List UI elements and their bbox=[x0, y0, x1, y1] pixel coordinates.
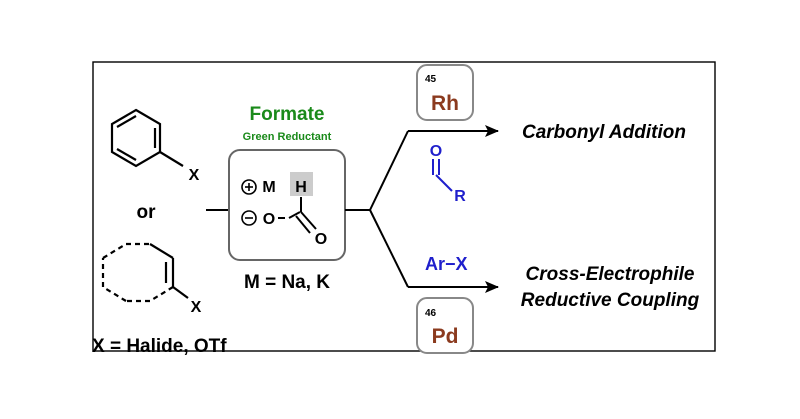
aryl-x-label: X bbox=[189, 167, 200, 184]
carbonyl-addition-label: Carbonyl Addition bbox=[522, 122, 686, 143]
oxygen-double-label: O bbox=[315, 231, 327, 248]
reductive-coupling-label: Reductive Coupling bbox=[521, 290, 700, 311]
aryl-halide-reactant: Ar−X bbox=[425, 254, 468, 274]
scheme-frame bbox=[92, 61, 716, 352]
x-definition: X = Halide, OTf bbox=[92, 336, 227, 357]
pd-catalyst-symbol: Pd bbox=[432, 325, 459, 348]
hydrogen-highlight bbox=[290, 172, 313, 196]
metal-label: M bbox=[262, 179, 275, 196]
vinyl-halide-structure bbox=[101, 242, 189, 303]
metal-definition: M = Na, K bbox=[244, 272, 330, 293]
green-reductant-subtitle: Green Reductant bbox=[243, 131, 332, 143]
anion-charge-icon bbox=[241, 210, 257, 226]
aryl-halide-structure bbox=[110, 108, 184, 168]
pd-catalyst-box bbox=[416, 297, 474, 354]
aldehyde-structure bbox=[432, 159, 453, 192]
cross-electrophile-label: Cross-Electrophile bbox=[526, 264, 695, 285]
rh-catalyst-symbol: Rh bbox=[431, 92, 459, 115]
pd-catalyst-number: 46 bbox=[425, 308, 437, 319]
formate-title: Formate bbox=[250, 104, 325, 125]
hydrogen-label: H bbox=[295, 179, 307, 196]
branch-lines bbox=[345, 130, 409, 288]
cation-charge-icon bbox=[241, 179, 257, 195]
formate-box bbox=[228, 149, 346, 261]
oxygen-single-label: O bbox=[263, 211, 275, 228]
vinyl-x-label: X bbox=[191, 299, 202, 316]
formate-bonds bbox=[278, 197, 317, 234]
aldehyde-oxygen-label: O bbox=[430, 143, 442, 160]
rh-catalyst-number: 45 bbox=[425, 74, 437, 85]
aldehyde-r-label: R bbox=[454, 188, 466, 205]
or-label: or bbox=[137, 202, 157, 223]
rh-catalyst-box bbox=[416, 64, 474, 121]
